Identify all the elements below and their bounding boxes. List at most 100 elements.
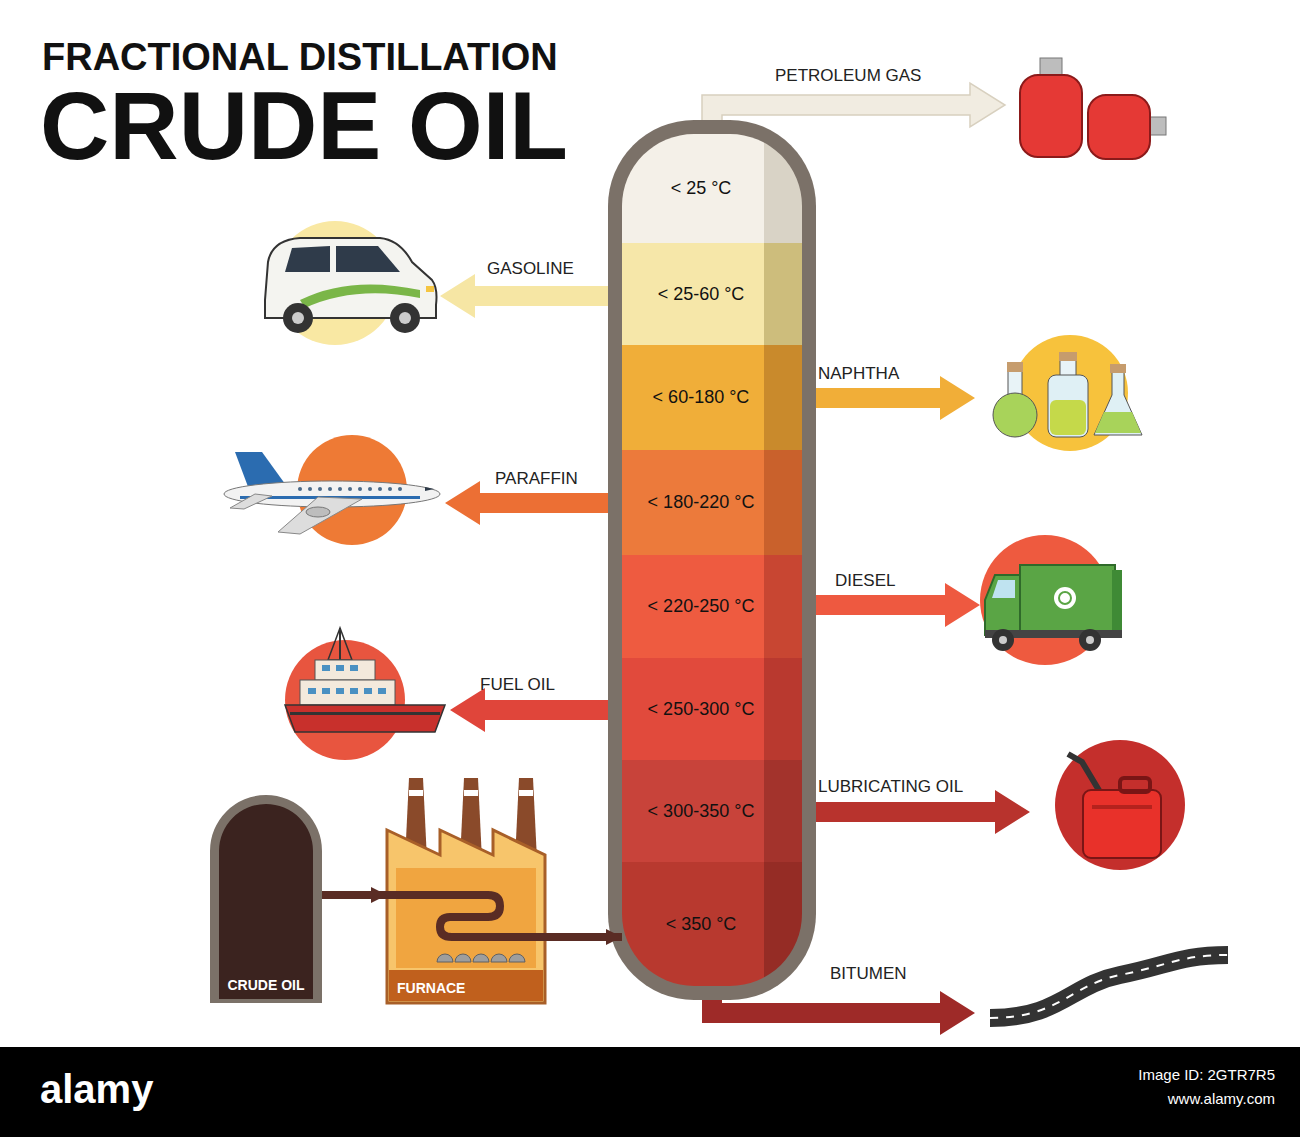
ship-icon	[322, 688, 330, 694]
plane-icon	[398, 487, 402, 491]
product-label: GASOLINE	[487, 259, 574, 279]
naphtha-icon	[993, 393, 1037, 437]
road-icon	[990, 955, 1228, 1018]
furnace-building	[387, 778, 545, 1003]
ship-icon	[285, 705, 445, 732]
plane-icon	[224, 435, 440, 545]
truck-icon	[992, 580, 1015, 598]
furnace-building	[460, 778, 482, 860]
furnace-building	[437, 954, 525, 962]
road-icon	[990, 955, 1228, 1018]
gas-bottles-icon	[1040, 58, 1062, 78]
furnace-building	[387, 830, 545, 1003]
watermark-bar	[0, 1047, 1300, 1137]
product-label: FUEL OIL	[480, 675, 555, 695]
gasoline-arrow	[440, 274, 622, 318]
watermark-id: Image ID: 2GTR7R5	[1138, 1066, 1275, 1083]
car-icon	[265, 238, 437, 318]
naphtha-icon	[1095, 412, 1141, 433]
furnace-building	[455, 954, 471, 962]
oil-can-icon	[1055, 740, 1185, 870]
plane-icon	[240, 496, 420, 499]
truck-icon	[1054, 587, 1076, 609]
temperature-text: < 25-60 °C	[658, 284, 745, 305]
truck-icon	[980, 535, 1110, 665]
furnace-building	[437, 954, 453, 962]
column-frame	[608, 120, 816, 1000]
oil-can-icon	[1120, 778, 1150, 792]
watermark-logo: alamy	[40, 1066, 153, 1112]
temperature-text: < 220-250 °C	[648, 596, 755, 617]
product-label: BITUMEN	[830, 964, 907, 984]
plane-icon	[297, 435, 407, 545]
furnace-building	[387, 895, 545, 937]
plane-icon	[306, 507, 330, 517]
plane-icon	[388, 487, 392, 491]
temperature-band: < 250-300 °C	[622, 658, 802, 760]
gas-bottles-icon	[1020, 75, 1082, 157]
car-icon	[283, 303, 313, 333]
ship-icon	[350, 688, 358, 694]
box-text: CRUDE OIL	[228, 977, 305, 993]
ship-icon	[315, 660, 375, 680]
box-text: FURNACE	[397, 980, 465, 996]
naphtha-icon	[1110, 364, 1126, 373]
furnace-building	[473, 954, 489, 962]
furnace-building	[464, 790, 478, 796]
plane-icon	[298, 487, 302, 491]
truck-icon	[980, 535, 1122, 665]
car-icon	[273, 221, 397, 345]
product-label: LUBRICATING OIL	[818, 777, 963, 797]
gas-arrow	[702, 83, 1005, 135]
truck-icon	[1059, 592, 1071, 604]
naphtha-icon	[1048, 375, 1088, 437]
truck-icon	[1079, 629, 1101, 651]
furnace-building	[405, 778, 427, 860]
product-label: PARAFFIN	[495, 469, 578, 489]
temperature-band: < 220-250 °C	[622, 555, 802, 658]
naphtha-icon	[993, 335, 1142, 451]
naphtha-icon	[1050, 400, 1086, 435]
truck-icon	[985, 575, 1020, 635]
plane-icon	[338, 487, 342, 491]
car-icon	[265, 221, 437, 345]
truck-icon	[1020, 565, 1115, 633]
temperature-band: < 300-350 °C	[622, 760, 802, 862]
oil-can-icon	[1083, 790, 1161, 858]
ship-icon	[300, 680, 395, 705]
plane-icon	[278, 497, 362, 534]
furnace-building	[409, 790, 423, 796]
product-label: DIESEL	[835, 571, 895, 591]
furnace-box: FURNACE	[387, 855, 545, 1003]
ship-icon	[308, 665, 386, 694]
plane-icon	[308, 487, 312, 491]
ship-icon	[378, 688, 386, 694]
ship-icon	[322, 665, 330, 671]
ship-icon	[336, 688, 344, 694]
ship-icon	[285, 640, 405, 760]
ship-icon	[350, 665, 358, 671]
ship-icon	[339, 628, 341, 660]
temperature-band: < 350 °C	[622, 862, 802, 986]
plane-icon	[328, 487, 332, 491]
furnace-building	[491, 954, 507, 962]
temperature-band: < 60-180 °C	[622, 345, 802, 450]
furnace-building	[509, 954, 525, 962]
car-icon	[399, 312, 411, 324]
watermark-url: www.alamy.com	[1168, 1090, 1275, 1107]
car-icon	[300, 284, 420, 308]
naphtha-icon	[1007, 362, 1023, 372]
plane-icon	[318, 487, 322, 491]
truck-icon	[985, 630, 1122, 638]
car-icon	[285, 246, 330, 272]
furnace-building	[515, 778, 537, 860]
truck-icon	[992, 629, 1014, 651]
ship-icon	[336, 665, 344, 671]
oil-can-icon	[1068, 754, 1100, 792]
temperature-text: < 60-180 °C	[653, 387, 750, 408]
title-line: CRUDE OIL	[40, 76, 568, 177]
ship-icon	[364, 688, 372, 694]
car-icon	[336, 246, 400, 272]
gas-bottles-icon	[1088, 95, 1150, 159]
furnace-building	[396, 868, 536, 968]
